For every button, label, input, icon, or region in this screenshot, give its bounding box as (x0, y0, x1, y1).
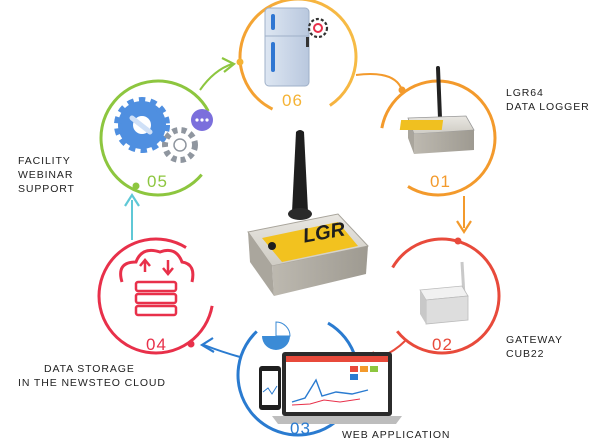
step-05-label-line: WEBINAR (18, 169, 74, 181)
step-05-label-line: SUPPORT (18, 183, 75, 195)
step-01-label-line: LGR64 (506, 87, 544, 99)
step-02-label-line: CUB22 (506, 348, 545, 360)
cloud-server-icon (119, 248, 195, 317)
ring-step-05 (99, 79, 217, 197)
arrow-dot (132, 182, 140, 190)
step-05-label-line: FACILITY (18, 155, 71, 167)
gateway-box-image (419, 261, 469, 325)
ring-step-02 (383, 237, 501, 355)
arrow-05-to-06 (199, 63, 233, 91)
step-03-number: 03 (290, 419, 311, 438)
lgr64-logger-image (399, 66, 475, 154)
fridge-gear-icon (264, 7, 329, 87)
step-04-label: DATA STORAGE IN THE NEWSTEO CLOUD (18, 362, 166, 390)
arrow-dot (187, 340, 195, 348)
arrowhead (124, 192, 140, 207)
ring-step-04 (97, 237, 215, 355)
arrowhead (221, 57, 237, 73)
arrow-03-to-04 (203, 344, 241, 358)
arrow-06-to-01 (355, 73, 403, 91)
step-05-label: FACILITY WEBINAR SUPPORT (18, 154, 75, 196)
gear-support-icon (114, 97, 213, 163)
step-02-label: GATEWAY CUB22 (506, 333, 563, 361)
lgr-logger-antenna-image (247, 130, 369, 296)
ring-step-01 (379, 79, 497, 197)
step-03-label-line: WEB APPLICATION (342, 429, 451, 441)
arrow-dot (398, 86, 406, 94)
step-04-label-line: DATA STORAGE (44, 363, 135, 375)
step-03-label: WEB APPLICATION (342, 428, 450, 442)
ring-step-06 (238, 0, 358, 117)
arrowhead (456, 220, 472, 235)
step-01-label: LGR64 DATA LOGGER (506, 86, 590, 114)
laptop-phone-dashboard-image (259, 321, 402, 424)
step-06-number: 06 (282, 91, 303, 110)
step-01-label-line: DATA LOGGER (506, 101, 590, 113)
step-01-number: 01 (430, 172, 451, 191)
step-02-number: 02 (432, 335, 453, 354)
step-05-number: 05 (147, 172, 168, 191)
arrow-dot (236, 58, 244, 66)
step-02-label-line: GATEWAY (506, 334, 563, 346)
step-04-label-line: IN THE NEWSTEO CLOUD (18, 377, 166, 389)
arrow-dot (454, 237, 462, 245)
step-04-number: 04 (146, 335, 167, 354)
arrowhead (199, 337, 215, 353)
